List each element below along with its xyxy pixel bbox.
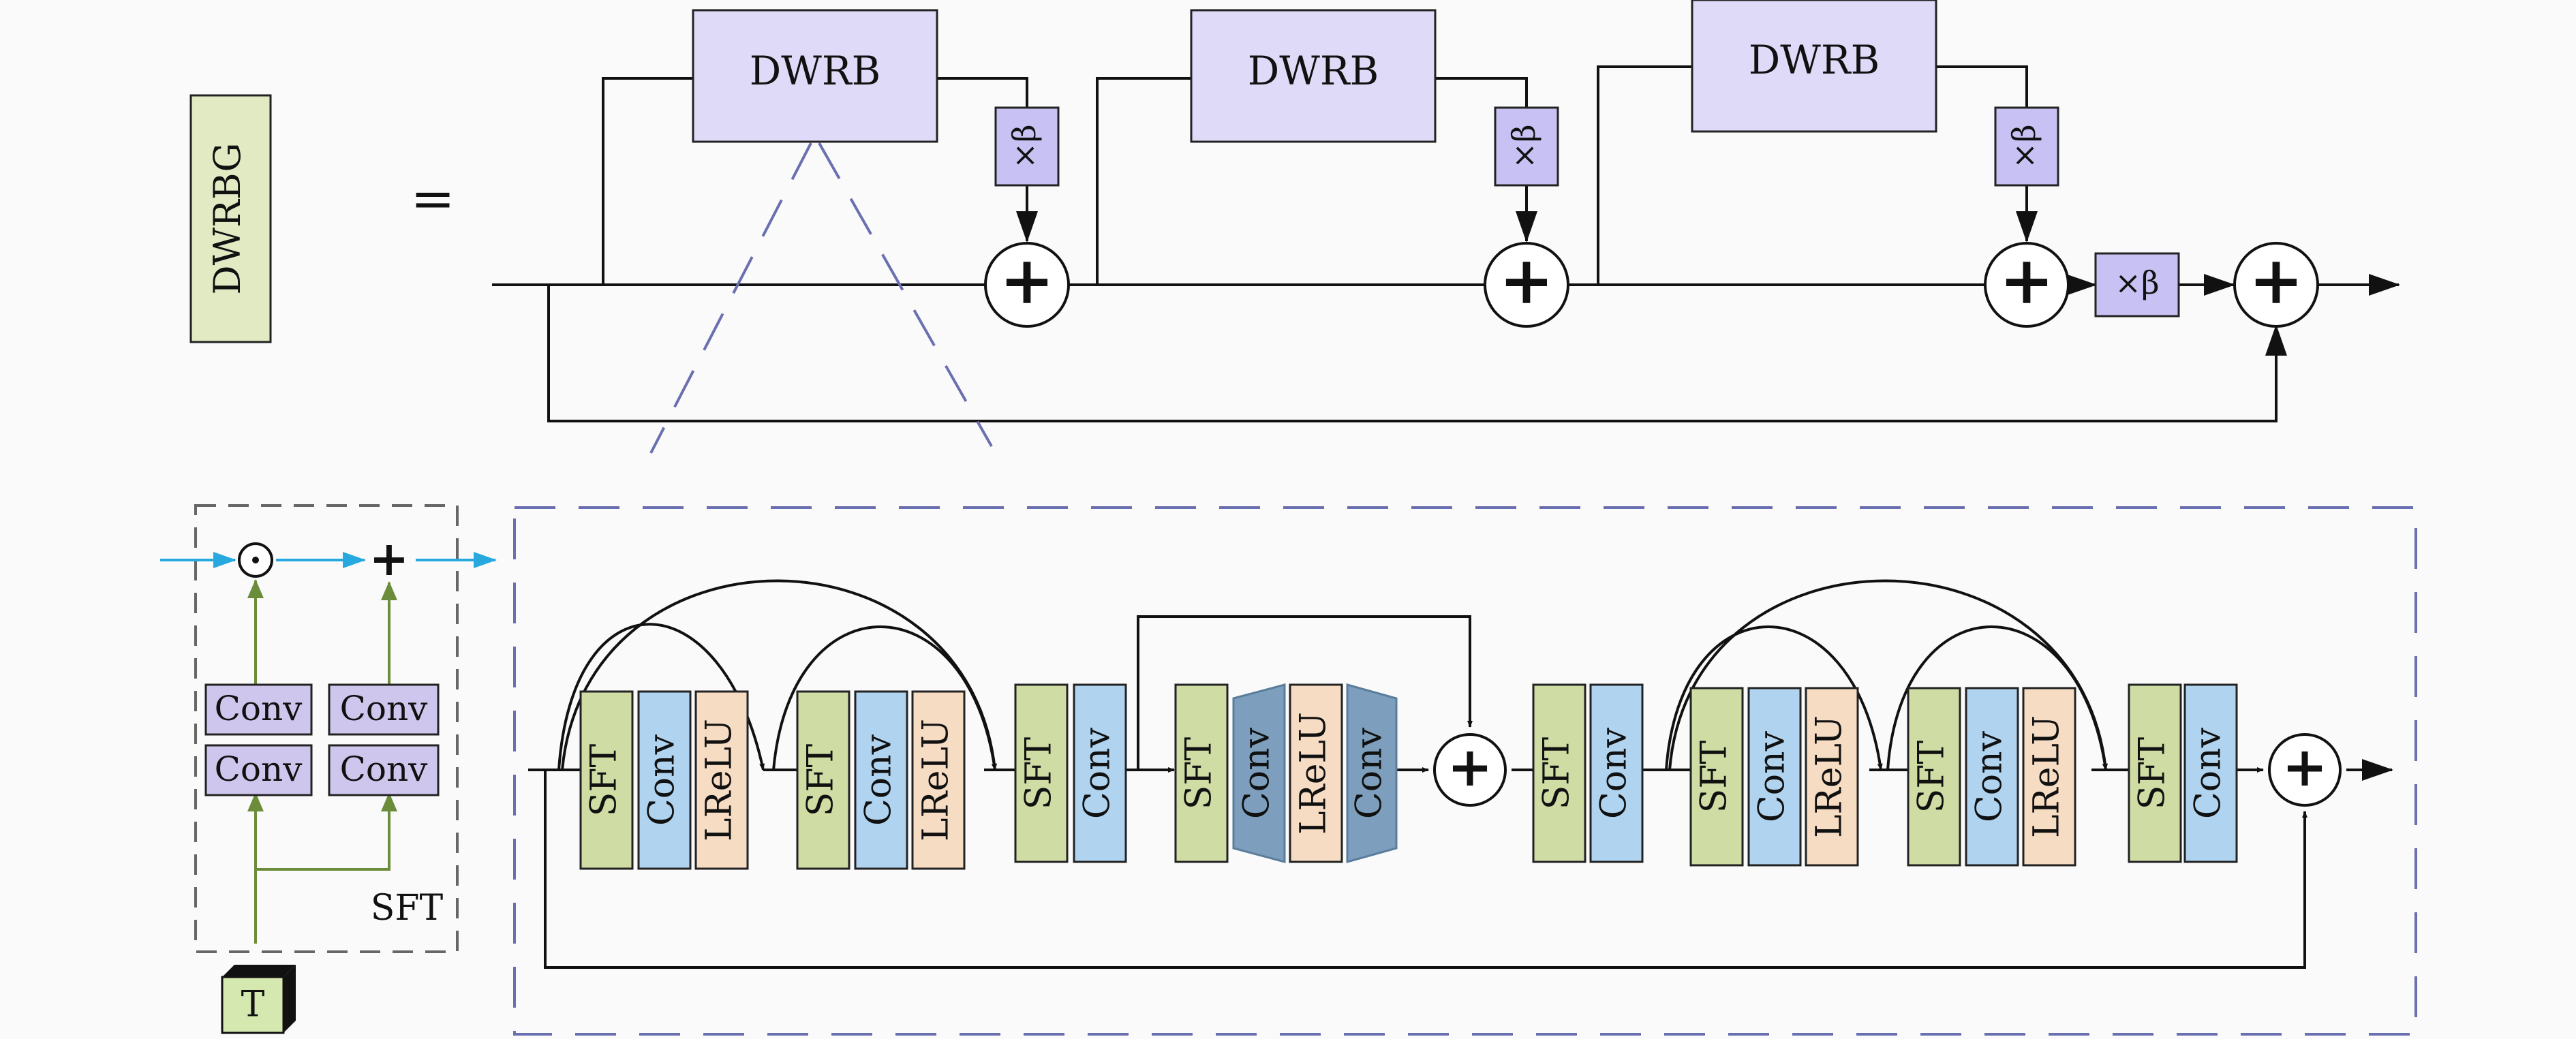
lrelu-block-5: LReLU — [2022, 687, 2076, 867]
sft-conv-label-4: Conv — [340, 749, 429, 789]
sft-label-7: SFT — [1912, 740, 1952, 813]
conv-label-1: Conv — [642, 734, 683, 826]
sft-add-symbol: + — [369, 530, 410, 587]
beta-label-2: ×β — [1505, 124, 1542, 168]
sft-block-3: SFT — [1014, 683, 1069, 863]
sft-conv-label-3: Conv — [215, 749, 303, 789]
beta-label-4: ×β — [2115, 264, 2159, 301]
sft-conv-box-4: Conv — [328, 744, 440, 796]
conv-block-3: Conv — [1073, 683, 1127, 863]
lrelu-block-2: LReLU — [911, 690, 966, 870]
sft-label-2: SFT — [801, 743, 842, 816]
top-add-node-3: + — [1984, 242, 2070, 328]
dark-conv-block-1: Conv — [1232, 683, 1286, 863]
dwrb-label-3: DWRB — [1749, 37, 1880, 83]
lrelu-label-3: LReLU — [1293, 712, 1334, 835]
lrelu-block-3: LReLU — [1289, 683, 1343, 863]
t-input-cube: T — [221, 965, 296, 1034]
conv-block-7: Conv — [2183, 683, 2238, 863]
dwrb-block-3: DWRB — [1691, 0, 1937, 133]
dwrbg-label: DWRBG — [206, 142, 249, 294]
sft-block-4: SFT — [1174, 683, 1229, 863]
sft-block-6: SFT — [1689, 687, 1744, 867]
equals-sign: = — [410, 168, 455, 230]
sft-label-8: SFT — [2132, 736, 2173, 809]
beta-label-3: ×β — [2006, 124, 2042, 168]
sft-block-5: SFT — [1532, 683, 1586, 863]
sft-conv-label-2: Conv — [340, 689, 429, 728]
sft-block-7: SFT — [1907, 687, 1961, 867]
sft-block-8: SFT — [2128, 683, 2182, 863]
t-label: T — [241, 984, 265, 1025]
sft-label-4: SFT — [1179, 736, 1220, 809]
conv-block-4: Conv — [1589, 683, 1644, 863]
sft-conv-label-1: Conv — [215, 689, 303, 728]
top-add-node-1: + — [984, 242, 1070, 328]
sft-conv-box-3: Conv — [204, 744, 313, 796]
dwrb-label-1: DWRB — [750, 48, 880, 94]
lrelu-label-1: LReLU — [699, 719, 740, 841]
conv-block-2: Conv — [854, 690, 908, 870]
conv-label-4: Conv — [1594, 727, 1635, 819]
sft-conv-box-1: Conv — [204, 683, 313, 736]
beta-box-1: ×β — [994, 106, 1060, 187]
conv-label-2: Conv — [859, 734, 900, 826]
plus-symbol: + — [1499, 242, 1554, 319]
dwrbg-label-box: DWRBG — [189, 94, 272, 343]
lrelu-label-5: LReLU — [2027, 715, 2068, 838]
beta-label-1: ×β — [1006, 124, 1043, 168]
dwrb-block-1: DWRB — [692, 9, 938, 143]
plus-symbol: + — [1447, 734, 1492, 798]
sft-label-1: SFT — [584, 743, 625, 816]
plus-symbol: + — [1999, 242, 2054, 319]
lrelu-label-2: LReLU — [916, 719, 957, 841]
dwrb-block-2: DWRB — [1190, 9, 1437, 143]
conv-block-1: Conv — [637, 690, 692, 870]
conv-label-5: Conv — [1752, 730, 1793, 822]
detail-lines — [528, 579, 2393, 969]
sft-block-2: SFT — [796, 690, 850, 870]
zoom-lines — [649, 142, 993, 454]
sft-label-3: SFT — [1019, 736, 1060, 809]
detail-add-node-2: + — [2268, 733, 2342, 807]
conv-block-6: Conv — [1965, 687, 2019, 867]
plus-symbol: + — [2249, 242, 2303, 319]
sft-conv-box-2: Conv — [328, 683, 440, 736]
detail-add-node-1: + — [1433, 733, 1507, 807]
top-trunk-lines — [492, 65, 2400, 422]
lrelu-block-4: LReLU — [1805, 687, 1859, 867]
sft-block-1: SFT — [579, 690, 634, 870]
plus-symbol: + — [1000, 242, 1054, 319]
sft-caption: SFT — [371, 888, 444, 929]
sft-label-5: SFT — [1537, 736, 1578, 809]
dark-conv-block-2: Conv — [1346, 683, 1398, 863]
dark-conv-label-1: Conv — [1237, 727, 1278, 819]
top-add-node-2: + — [1484, 242, 1569, 328]
dark-conv-label-2: Conv — [1349, 727, 1390, 819]
conv-label-3: Conv — [1077, 727, 1118, 819]
odot-node — [238, 542, 273, 578]
conv-block-5: Conv — [1747, 687, 1802, 867]
top-add-node-4: + — [2233, 242, 2319, 328]
lrelu-block-1: LReLU — [694, 690, 749, 870]
conv-label-6: Conv — [1969, 730, 2010, 822]
lrelu-label-4: LReLU — [1809, 715, 1850, 838]
plus-symbol: + — [2282, 734, 2327, 798]
beta-box-3: ×β — [1994, 106, 2059, 187]
dwrb-label-2: DWRB — [1248, 48, 1379, 94]
sft-panel: + Conv Conv Conv Conv SFT — [160, 504, 497, 953]
beta-box-4: ×β — [2094, 252, 2180, 317]
sft-label-6: SFT — [1694, 740, 1735, 813]
conv-label-7: Conv — [2188, 727, 2229, 819]
beta-box-2: ×β — [1494, 106, 1559, 187]
